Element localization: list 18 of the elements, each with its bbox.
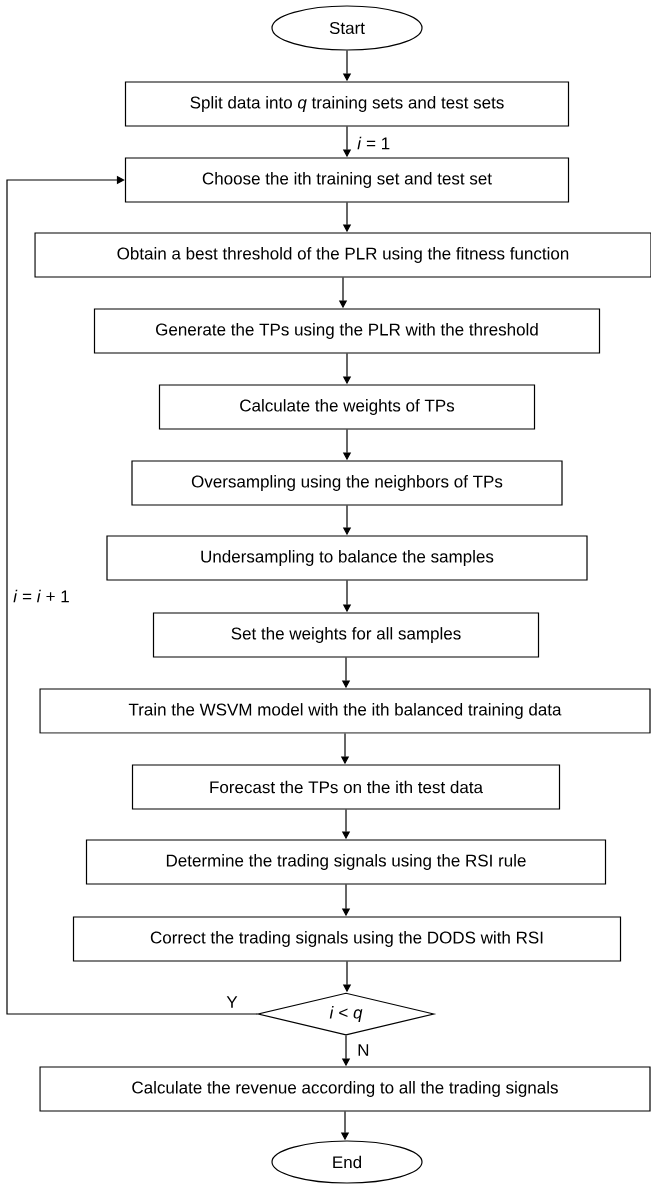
process-box: Calculate the revenue according to all the trading signals xyxy=(39,1066,651,1112)
process-box: Obtain a best threshold of the PLR using the fitness function xyxy=(34,232,651,278)
loop-label: i = i + 1 xyxy=(13,589,69,603)
process-box: Choose the ith training set and test set xyxy=(124,157,570,203)
process-box: Set the weights for all samples xyxy=(152,612,540,658)
process-box: Determine the trading signals using the RSI rule xyxy=(85,839,607,885)
process-box: Correct the trading signals using the DODS with RSI xyxy=(72,916,622,962)
arrow xyxy=(6,175,258,1015)
process-box: Split data into q training sets and test sets xyxy=(124,81,570,127)
edge-label: i = 1 xyxy=(356,135,392,151)
edge-label: Y xyxy=(225,995,239,1009)
process-box: Train the WSVM model with the ith balanced training data xyxy=(39,688,651,734)
process-box: Undersampling to balance the samples xyxy=(106,535,588,581)
edge-label: N xyxy=(356,1043,371,1057)
process-box: Oversampling using the neighbors of TPs xyxy=(131,460,563,506)
process-box: Generate the TPs using the PLR with the threshold xyxy=(93,308,601,354)
process-box: Forecast the TPs on the ith test data xyxy=(131,764,561,810)
process-box: Calculate the weights of TPs xyxy=(158,384,536,430)
